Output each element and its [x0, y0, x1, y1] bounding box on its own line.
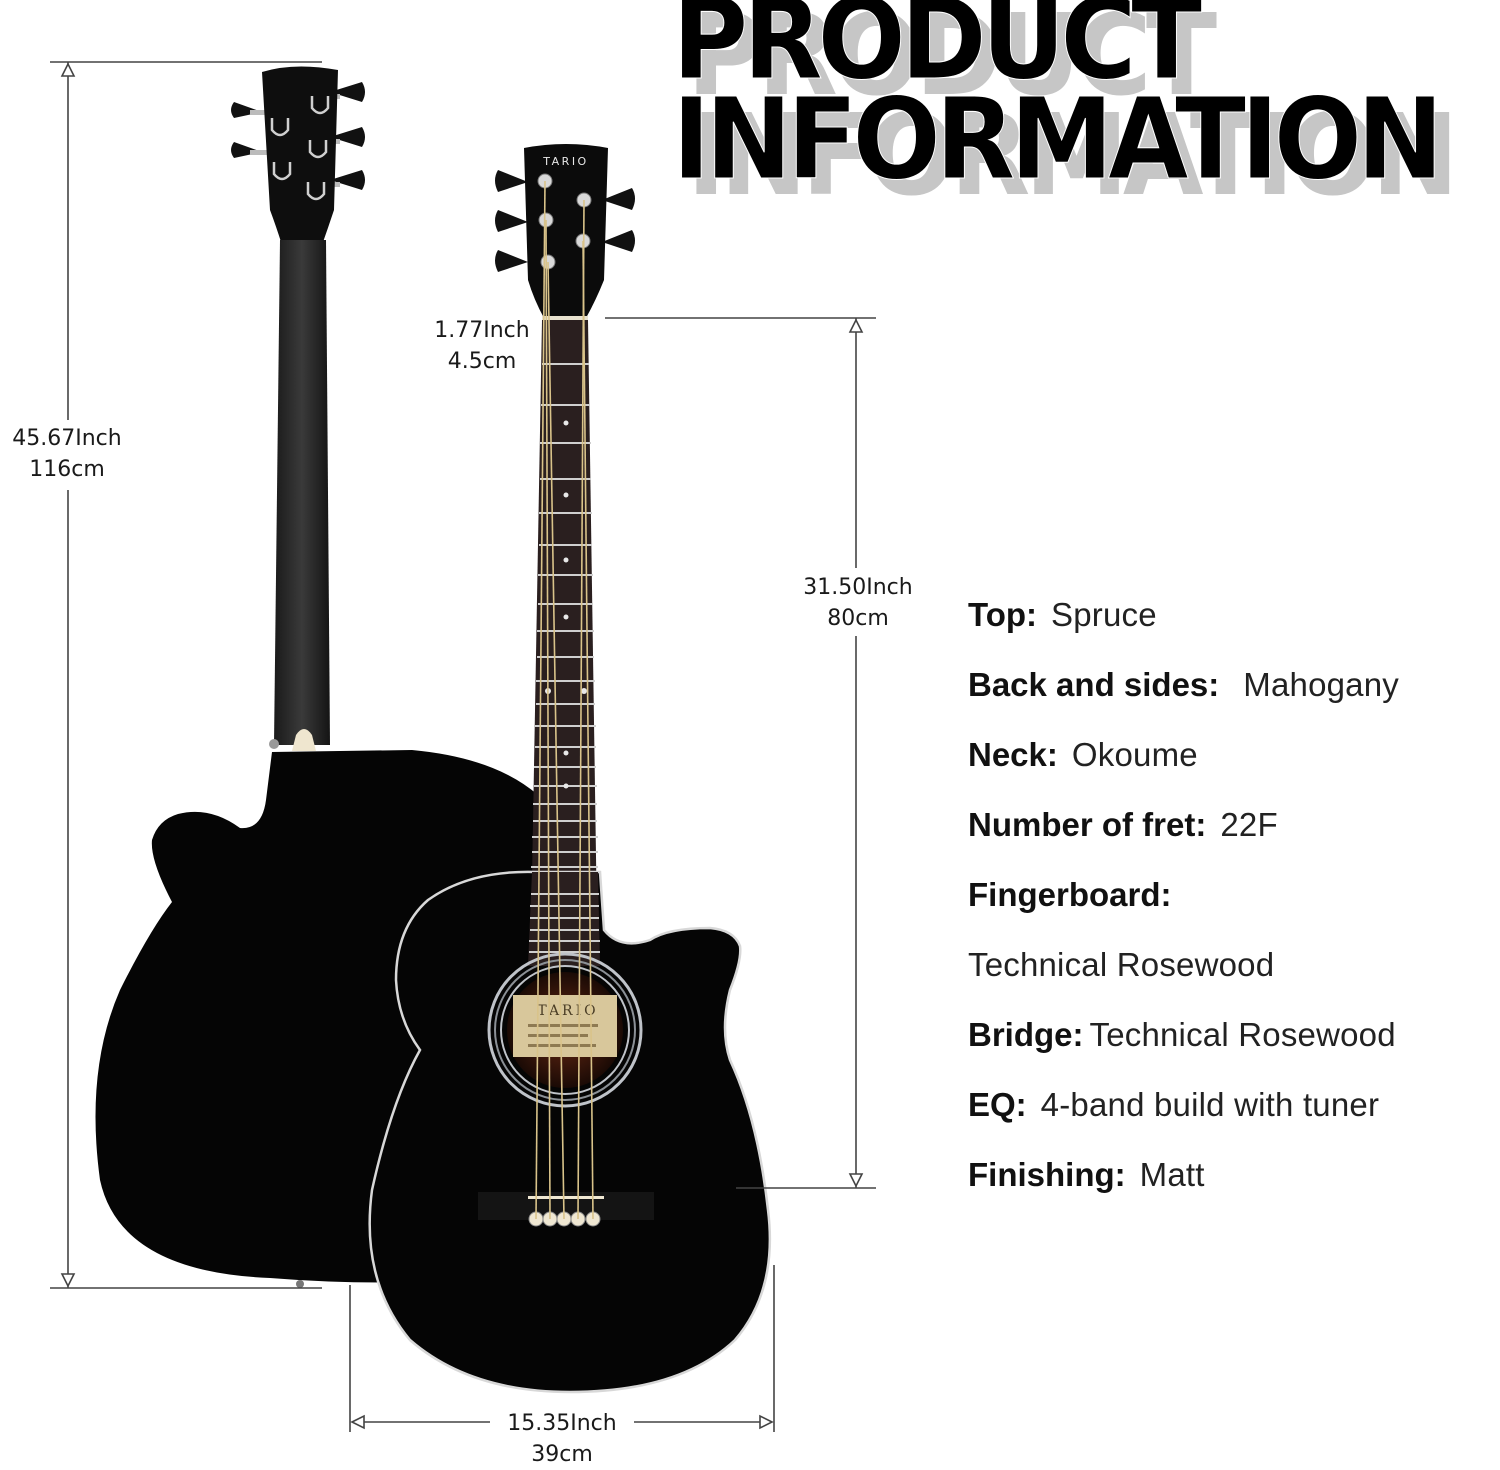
spec-eq: EQ: 4-band build with tuner — [968, 1080, 1488, 1150]
soundhole: TARIO — [487, 952, 643, 1108]
spec-value: Okoume — [1071, 736, 1198, 773]
scale-length-cm: 80cm — [827, 606, 889, 631]
total-length-label: 45.67Inch 116cm — [0, 423, 134, 485]
spec-key: Number of fret: — [968, 806, 1207, 843]
spec-key: Fingerboard: — [968, 876, 1172, 913]
spec-number-of-fret: Number of fret: 22F — [968, 800, 1488, 870]
total-length-cm: 116cm — [29, 457, 105, 482]
total-length-inch: 45.67Inch — [12, 426, 122, 451]
spec-value: 4-band build with tuner — [1040, 1086, 1380, 1123]
strings — [535, 180, 594, 1220]
nut-width-cm: 4.5cm — [447, 349, 517, 374]
spec-key: Top: — [968, 596, 1038, 633]
body-width-label: 15.35Inch 39cm — [490, 1408, 634, 1470]
body-width-cm: 39cm — [531, 1442, 593, 1467]
scale-length-label: 31.50Inch 80cm — [786, 572, 930, 634]
headstock-logo: TARIO — [542, 155, 588, 168]
spec-bridge: Bridge:Technical Rosewood — [968, 1010, 1488, 1080]
spec-value: Mahogany — [1243, 666, 1399, 703]
spec-top: Top: Spruce — [968, 590, 1488, 660]
spec-value: 22F — [1220, 806, 1278, 843]
page-title: PRODUCT INFORMATION — [672, 0, 1445, 205]
spec-key: Back and sides: — [968, 666, 1220, 703]
front-tuner-keys — [495, 170, 635, 272]
title-line-2: INFORMATION — [672, 75, 1445, 205]
spec-list: Top: Spruce Back and sides: Mahogany Neck:… — [968, 590, 1488, 1220]
scale-length-inch: 31.50Inch — [803, 575, 913, 600]
spec-value: Matt — [1139, 1156, 1205, 1193]
nut-width-inch: 1.77Inch — [434, 318, 530, 343]
body-width-inch: 15.35Inch — [507, 1411, 617, 1436]
spec-neck: Neck: Okoume — [968, 730, 1488, 800]
spec-value: Technical Rosewood — [968, 946, 1275, 983]
spec-back-and-sides: Back and sides: Mahogany — [968, 660, 1488, 730]
spec-fingerboard: Fingerboard: — [968, 870, 1488, 940]
title-line-1: PRODUCT — [672, 0, 1203, 105]
spec-value: Spruce — [1051, 596, 1157, 633]
spec-value: Technical Rosewood — [1089, 1016, 1396, 1053]
spec-key: EQ: — [968, 1086, 1027, 1123]
nut-width-label: 1.77Inch 4.5cm — [420, 315, 544, 377]
front-view-guitar: TARIO — [368, 144, 772, 1394]
spec-key: Bridge: — [968, 1016, 1084, 1053]
spec-key: Neck: — [968, 736, 1058, 773]
fret-inlays — [545, 420, 587, 789]
spec-fingerboard-value: Technical Rosewood — [968, 940, 1488, 1010]
back-tuner-housings — [270, 96, 330, 201]
dimension-lines — [50, 61, 876, 1432]
soundhole-label: TARIO — [537, 1003, 598, 1019]
spec-key: Finishing: — [968, 1156, 1126, 1193]
spec-finishing: Finishing: Matt — [968, 1150, 1488, 1220]
